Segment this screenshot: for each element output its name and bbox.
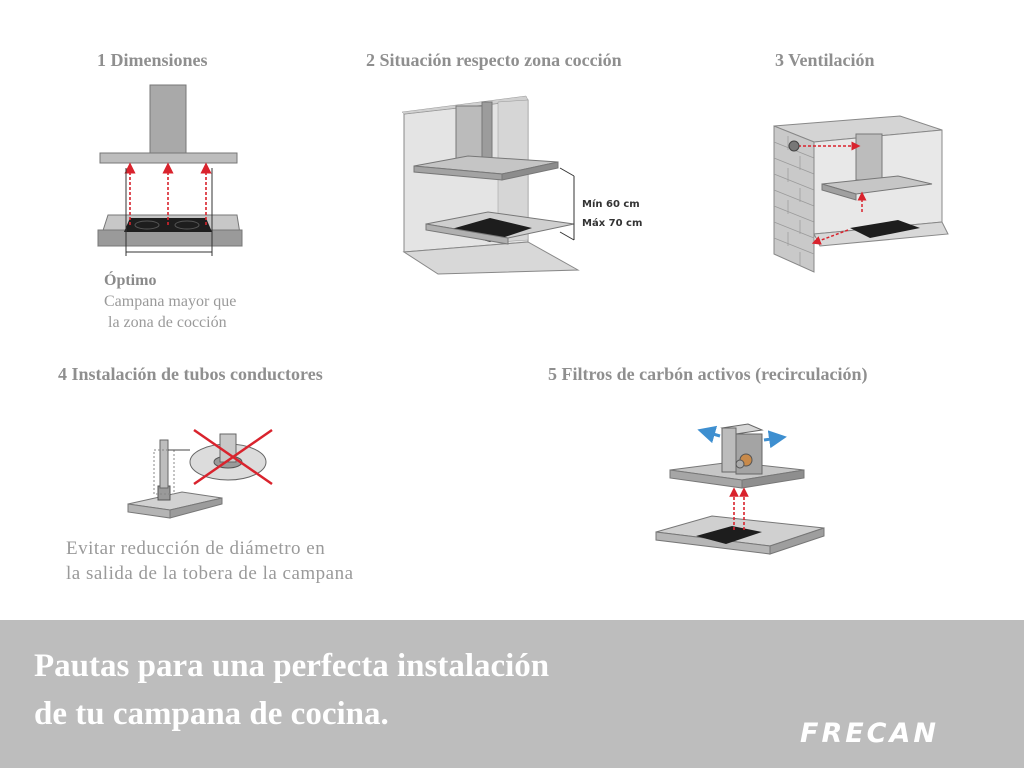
optimo-note-line1: Campana mayor que: [104, 293, 237, 310]
footer-headline-line2: de tu campana de cocina.: [34, 696, 389, 732]
section-title-tubos: 4 Instalación de tubos conductores: [58, 364, 323, 384]
footer-headline-line1: Pautas para una perfecta instalación: [34, 648, 550, 684]
evitar-note-line2: la salida de la tobera de la campana: [66, 563, 354, 584]
max-height-label: Máx 70 cm: [582, 217, 642, 229]
min-height-label: Mín 60 cm: [582, 198, 640, 210]
ventilation-diagram-icon: [773, 115, 949, 273]
hood-height-diagram-icon: Mín 60 cm Máx 70 cm: [401, 95, 642, 275]
optimo-note-line2: la zona de cocción: [108, 314, 227, 331]
evitar-note-line1: Evitar reducción de diámetro en: [66, 538, 326, 559]
section-title-ventilacion: 3 Ventilación: [775, 50, 875, 70]
section-title-filtros: 5 Filtros de carbón activos (recirculaci…: [548, 364, 868, 384]
section-title-dimensiones: 1 Dimensiones: [97, 50, 208, 70]
carbon-filter-diagram-icon: [655, 423, 825, 555]
frecan-logo: FRECAN: [800, 718, 939, 749]
optimo-label: Óptimo: [104, 272, 157, 289]
hood-dimensions-diagram-icon: [97, 84, 243, 256]
duct-installation-diagram-icon: [127, 428, 273, 519]
footer-band: [0, 620, 1024, 768]
section-title-situacion: 2 Situación respecto zona cocción: [366, 50, 622, 70]
